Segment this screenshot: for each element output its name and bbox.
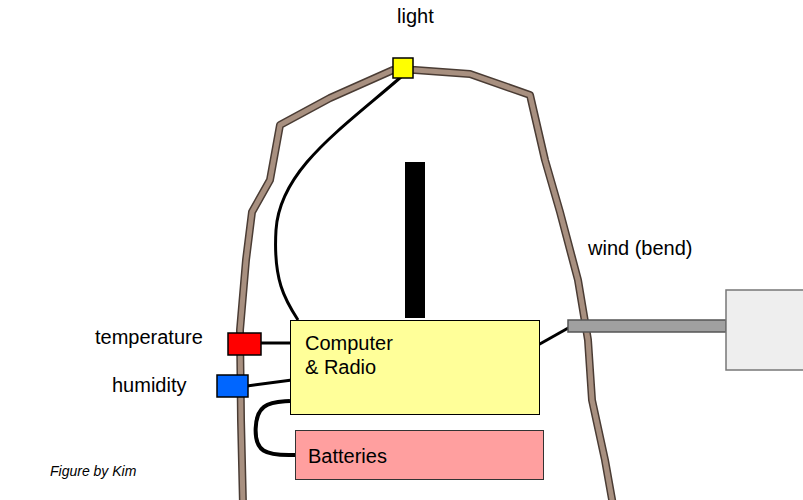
support-post: [405, 162, 425, 318]
wind-wire: [538, 327, 570, 345]
sensor-label: light: [397, 4, 434, 28]
node-label: Computer & Radio: [305, 331, 409, 379]
temperature-wire: [260, 342, 292, 345]
wind-rod: [568, 320, 726, 332]
humidity-wire: [247, 380, 292, 386]
sensor-label: wind (bend): [588, 236, 693, 260]
battery-box: Batteries: [295, 430, 544, 480]
node-label: Batteries: [308, 444, 543, 468]
enclosure-outline: [240, 70, 613, 500]
computer-box: Computer & Radio: [290, 320, 540, 415]
humidity-sensor: [217, 375, 248, 397]
sensor-label: temperature: [95, 325, 203, 349]
light-wire: [276, 77, 401, 320]
figure-credit: Figure by Kim: [50, 463, 136, 480]
light-sensor: [393, 58, 413, 78]
enclosure-outline-edge: [240, 70, 613, 500]
wind-vane: [726, 290, 803, 370]
sensor-label: humidity: [112, 373, 186, 397]
temperature-sensor: [228, 333, 261, 355]
